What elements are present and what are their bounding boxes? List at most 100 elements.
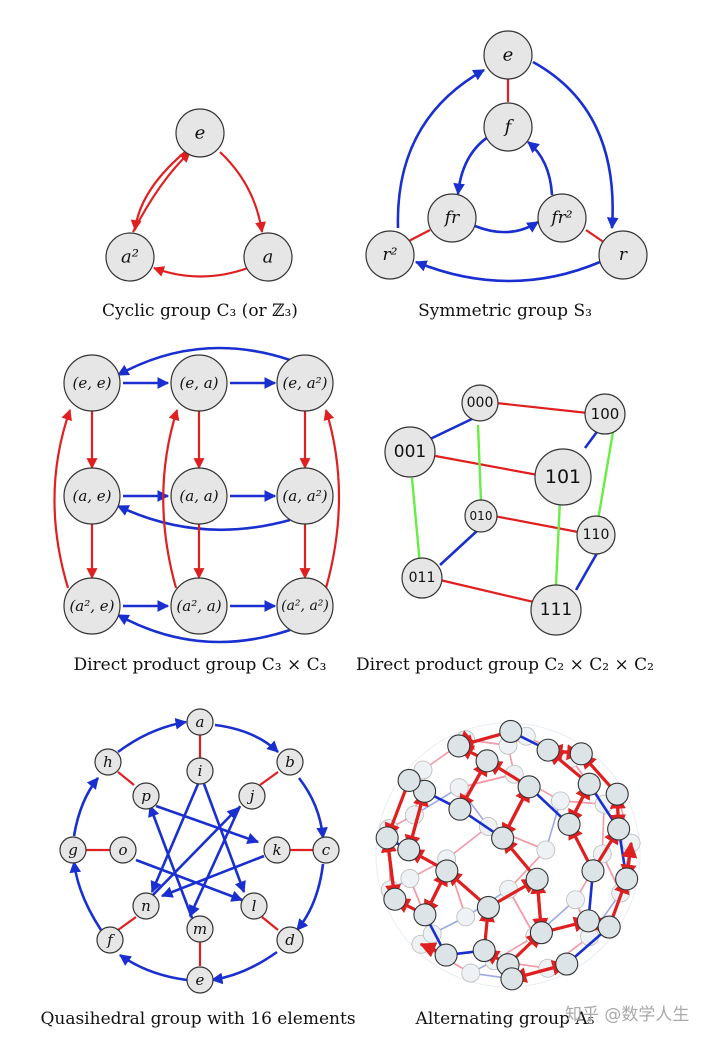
svg-text:000: 000 <box>467 395 494 411</box>
quasihedral-diagram: a b c d e f g h i j k l m n o p Quasihed… <box>40 708 356 1029</box>
a5-node <box>499 719 523 743</box>
quasi-node-j: j <box>238 782 266 810</box>
c2xc2xc2-diagram: 000 100 001 101 010 110 011 111 Direct p… <box>356 384 654 675</box>
a5-node <box>576 909 600 933</box>
a5-node <box>413 903 437 927</box>
c3-caption: Cyclic group C₃ (or ℤ₃) <box>102 301 298 321</box>
quasi-node-g: g <box>59 836 87 864</box>
quasi-node-l: l <box>240 892 268 920</box>
cube-node-001: 001 <box>384 426 436 478</box>
quasi-node-n: n <box>132 892 160 920</box>
quasi-node-e: e <box>186 966 214 994</box>
svg-text:p: p <box>141 787 151 805</box>
a5-node <box>555 952 579 976</box>
cube-node-010: 010 <box>464 499 498 533</box>
quasi-node-f: f <box>96 926 124 954</box>
c3-node-a: a <box>243 232 293 282</box>
a5-node <box>536 840 556 860</box>
a5-caption: Alternating group A₅ <box>415 1009 595 1029</box>
a5-node <box>434 943 458 967</box>
a5-node <box>397 838 421 862</box>
c3c3-node-ea: (e, a) <box>170 354 228 412</box>
svg-text:110: 110 <box>583 527 610 543</box>
a5-node <box>566 890 585 910</box>
svg-text:(a, a²): (a, a²) <box>282 487 327 505</box>
c3c3-node-aa: (a, a) <box>170 467 228 525</box>
svg-text:n: n <box>141 897 151 915</box>
svg-text:(e, a): (e, a) <box>179 374 218 392</box>
c3c3-node-ea2: (e, a²) <box>276 354 334 412</box>
svg-text:fr: fr <box>443 208 460 228</box>
a5-node <box>536 738 560 762</box>
a5-node <box>615 867 639 891</box>
c3-node-a2: a² <box>105 232 155 282</box>
svg-text:001: 001 <box>394 442 426 462</box>
svg-text:(e, a²): (e, a²) <box>282 374 327 392</box>
cube-node-100: 100 <box>584 393 626 435</box>
svg-text:r: r <box>619 245 628 265</box>
svg-text:h: h <box>103 753 113 771</box>
cube-node-111: 111 <box>530 584 582 636</box>
svg-text:k: k <box>272 841 281 859</box>
a5-node <box>597 915 621 939</box>
quasi-node-k: k <box>263 836 291 864</box>
svg-text:a: a <box>196 713 205 731</box>
a5-node <box>461 963 481 983</box>
cube-node-011: 011 <box>401 557 443 599</box>
s3-node-fr: fr <box>427 193 477 243</box>
a5-node <box>472 938 496 963</box>
svg-text:e: e <box>503 45 514 66</box>
a5-edge <box>458 773 515 790</box>
s3-caption: Symmetric group S₃ <box>418 301 592 321</box>
s3-node-r2: r² <box>365 230 415 280</box>
quasi-node-o: o <box>109 836 137 864</box>
a5-node <box>581 859 605 883</box>
svg-text:c: c <box>322 841 331 859</box>
svg-text:(a², a): (a², a) <box>176 597 221 615</box>
svg-text:i: i <box>198 762 203 780</box>
c3c3-node-aa2: (a, a²) <box>276 467 334 525</box>
svg-text:l: l <box>252 897 257 915</box>
cube-node-110: 110 <box>576 515 616 555</box>
svg-text:011: 011 <box>409 570 436 586</box>
a5-node <box>383 887 407 911</box>
a5-node <box>491 826 515 850</box>
svg-text:m: m <box>193 920 207 938</box>
a5-node <box>557 812 581 836</box>
svg-text:f: f <box>106 931 115 949</box>
a5-node <box>475 749 499 773</box>
c3-node-e: e <box>175 108 225 158</box>
c3c3-node-ae: (a, e) <box>63 467 121 525</box>
svg-text:j: j <box>247 787 255 805</box>
a5-node <box>456 907 476 927</box>
svg-text:o: o <box>118 841 127 859</box>
a5-node <box>525 867 549 891</box>
svg-text:a: a <box>263 247 274 268</box>
quasi-caption: Quasihedral group with 16 elements <box>40 1009 355 1029</box>
quasi-node-c: c <box>312 836 340 864</box>
quasi-node-h: h <box>94 748 122 776</box>
quasi-node-d: d <box>276 926 304 954</box>
svg-text:(a², e): (a², e) <box>69 597 114 615</box>
cube-node-101: 101 <box>534 448 592 506</box>
a5-node <box>476 895 500 919</box>
c3c3-node-a2a: (a², a) <box>170 577 228 635</box>
a5-node <box>517 775 541 799</box>
a5-node <box>605 782 629 806</box>
cyclic-c3-diagram: e a a² Cyclic group C₃ (or ℤ₃) <box>102 108 298 321</box>
s3-node-f: f <box>483 102 533 152</box>
quasi-node-b: b <box>276 748 304 776</box>
a5-node <box>375 826 399 850</box>
quasi-node-m: m <box>186 915 214 943</box>
watermark-text: 知乎 @数学人生 <box>565 1005 689 1025</box>
svg-text:r²: r² <box>383 245 398 265</box>
a5-node <box>449 778 469 798</box>
c2xc2xc2-caption: Direct product group C₂ × C₂ × C₂ <box>356 655 654 675</box>
svg-text:e: e <box>196 971 205 989</box>
svg-text:a²: a² <box>121 247 139 268</box>
svg-text:010: 010 <box>470 509 493 523</box>
a5-node <box>529 921 553 945</box>
a5-node <box>397 768 421 793</box>
c3xc3-caption: Direct product group C₃ × C₃ <box>73 655 326 675</box>
